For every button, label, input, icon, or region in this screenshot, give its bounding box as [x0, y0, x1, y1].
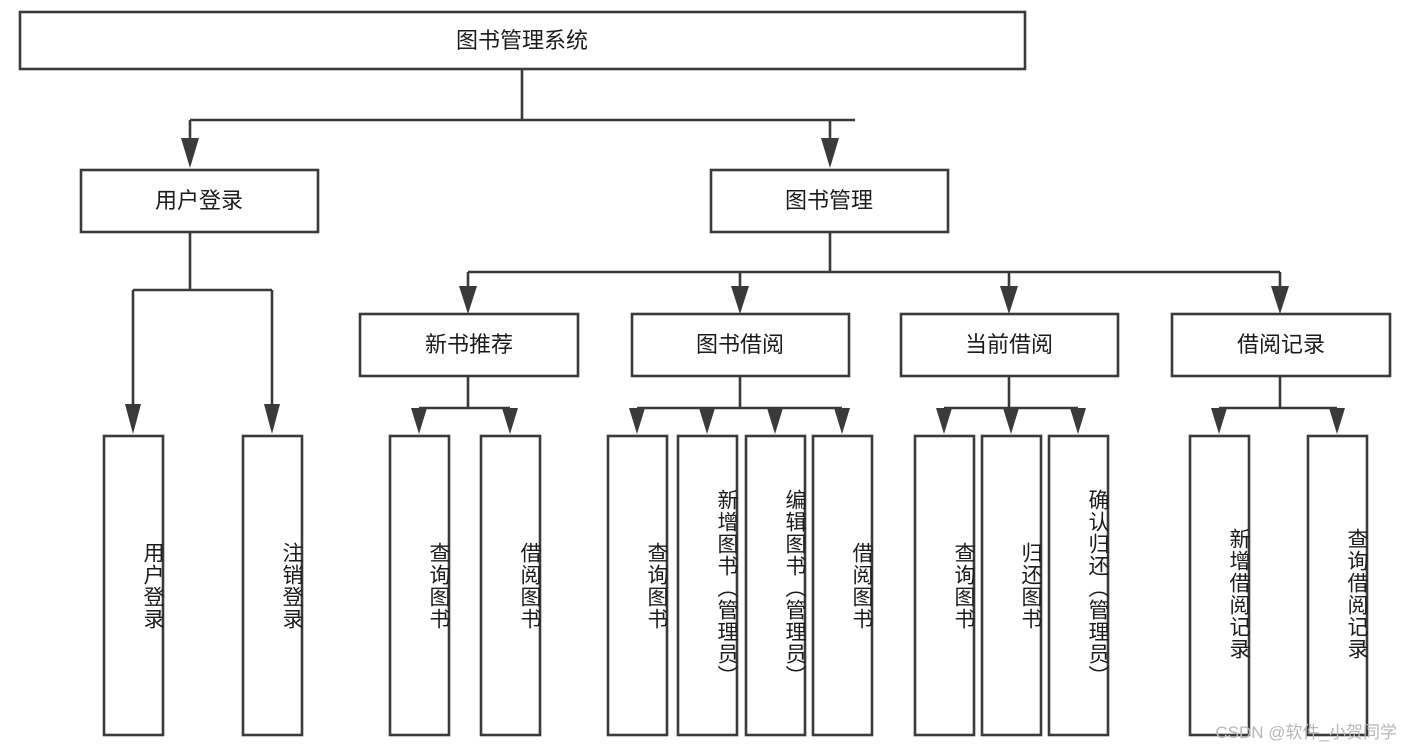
- node-book-management[interactable]: 图书管理: [709, 168, 950, 234]
- node-borrow-record[interactable]: 借阅记录: [1170, 312, 1392, 378]
- arrow-head-ul-0: [125, 404, 141, 434]
- watermark: CSDN @软件_小贺同学: [1215, 723, 1397, 742]
- node-root-label: 图书管理系统: [456, 28, 588, 53]
- node-current-borrow[interactable]: 当前借阅: [899, 312, 1120, 378]
- arrow-head-l2-2: [1000, 286, 1018, 314]
- leaf-rect-ul-0[interactable]: [102, 434, 165, 737]
- node-borrow-record-rect[interactable]: [1170, 312, 1392, 378]
- arrow-head-bb-3: [834, 408, 850, 434]
- arrow-head-br-0: [1211, 408, 1227, 434]
- arrow-head-br-1: [1329, 408, 1345, 434]
- arrow-head-l2-1: [731, 286, 749, 314]
- node-new-book-recommend-rect[interactable]: [358, 312, 580, 378]
- leaf-rect-cb-0[interactable]: [913, 434, 976, 737]
- leaf-rect-bb-3[interactable]: [811, 434, 874, 737]
- arrow-head-ul-1: [264, 404, 280, 434]
- node-book-management-label: 图书管理: [785, 188, 873, 213]
- node-borrow-record-label: 借阅记录: [1237, 332, 1325, 357]
- node-root[interactable]: 图书管理系统: [18, 10, 1027, 71]
- leaf-rect-bb-1[interactable]: [676, 434, 739, 737]
- arrow-head-bb-2: [767, 408, 783, 434]
- connector-book-mgmt-to-level2: [459, 232, 1289, 314]
- leaf-rect-bb-2[interactable]: [744, 434, 807, 737]
- connector-new-book-to-leaves: [411, 376, 518, 434]
- node-book-borrow-label: 图书借阅: [696, 332, 784, 357]
- node-new-book-recommend-label: 新书推荐: [425, 332, 513, 357]
- node-user-login-label: 用户登录: [155, 188, 243, 213]
- connector-current-borrow-to-leaves: [936, 376, 1086, 434]
- node-book-borrow[interactable]: 图书借阅: [630, 312, 851, 378]
- leaf-rect-br-1[interactable]: [1306, 434, 1369, 737]
- arrow-head-user-login: [181, 138, 199, 168]
- node-current-borrow-rect[interactable]: [899, 312, 1120, 378]
- arrow-head-nb-0: [411, 408, 427, 434]
- leaf-rect-bb-0[interactable]: [606, 434, 669, 737]
- leaf-rect-ul-1[interactable]: [241, 434, 304, 737]
- node-new-book-recommend[interactable]: 新书推荐: [358, 312, 580, 378]
- node-root-rect[interactable]: [18, 10, 1027, 71]
- node-book-management-rect[interactable]: [709, 168, 950, 234]
- leaf-rect-cb-2[interactable]: [1047, 434, 1110, 737]
- arrow-head-cb-0: [936, 408, 952, 434]
- arrow-head-cb-1: [1003, 408, 1019, 434]
- arrow-head-bb-1: [699, 408, 715, 434]
- node-current-borrow-label: 当前借阅: [965, 332, 1053, 357]
- arrow-head-book-mgmt: [821, 138, 839, 168]
- connector-user-login-to-leaves: [125, 232, 280, 434]
- arrow-head-cb-2: [1070, 408, 1086, 434]
- arrow-head-bb-0: [629, 408, 645, 434]
- node-user-login[interactable]: 用户登录: [79, 168, 320, 234]
- arrow-head-nb-1: [502, 408, 518, 434]
- leaf-rect-nb-0[interactable]: [388, 434, 451, 737]
- connector-book-borrow-to-leaves: [629, 376, 850, 434]
- arrow-head-l2-0: [459, 286, 477, 314]
- node-book-borrow-rect[interactable]: [630, 312, 851, 378]
- leaf-rect-br-0[interactable]: [1188, 434, 1251, 737]
- connector-root-to-level1: [181, 69, 855, 168]
- leaf-rect-cb-1[interactable]: [980, 434, 1043, 737]
- leaf-rect-nb-1[interactable]: [479, 434, 542, 737]
- node-user-login-rect[interactable]: [79, 168, 320, 234]
- arrow-head-l2-3: [1271, 286, 1289, 314]
- connector-borrow-record-to-leaves: [1211, 376, 1345, 434]
